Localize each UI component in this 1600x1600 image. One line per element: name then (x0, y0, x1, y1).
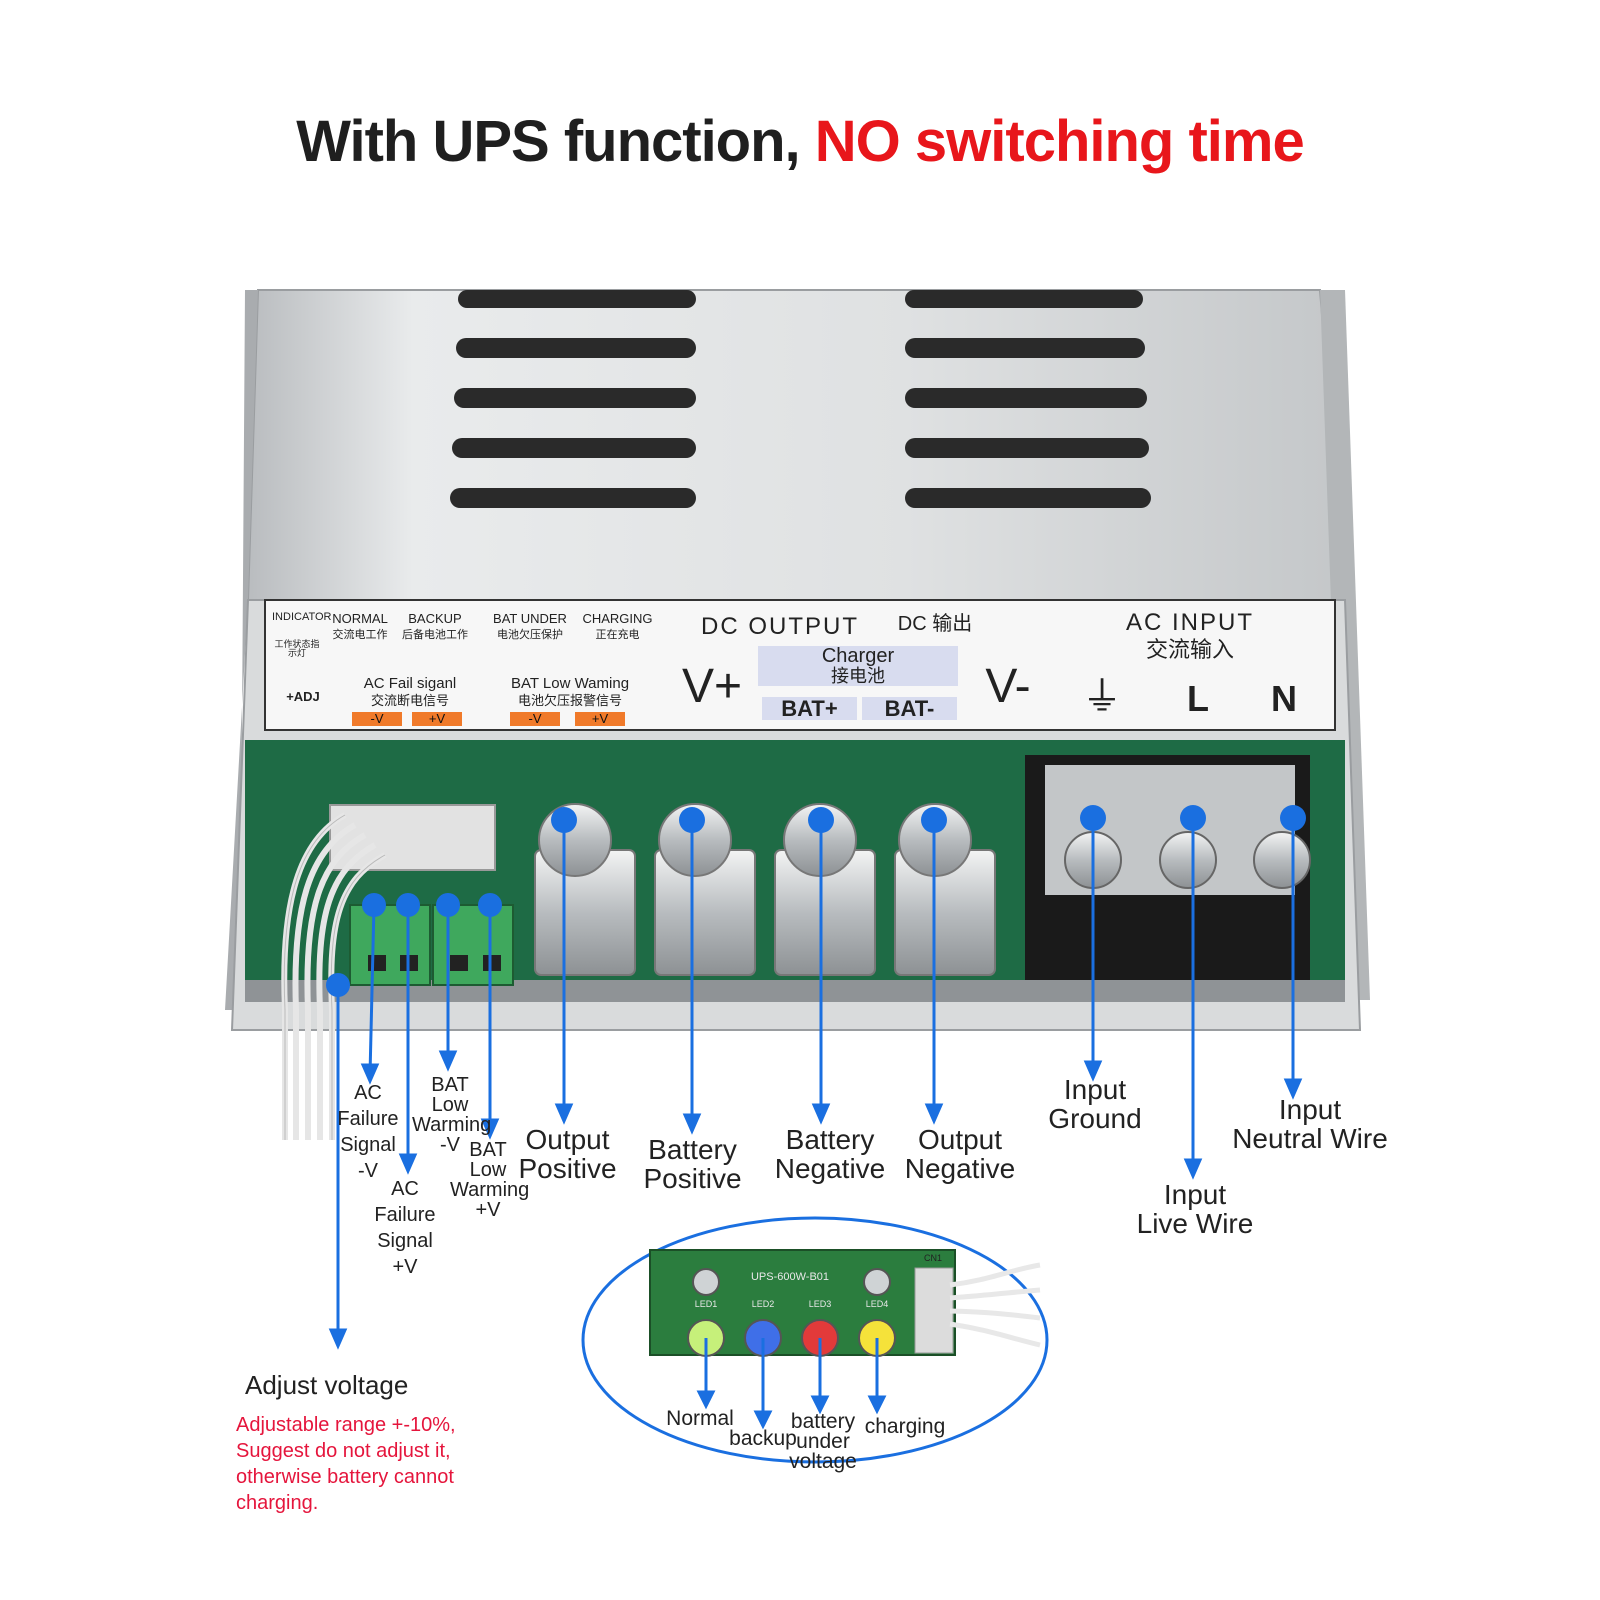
led2-label: LED2 (751, 1299, 775, 1309)
cn1-label: CN1 (923, 1253, 942, 1263)
bat-plus-label: BAT+ (762, 697, 857, 720)
signal-terminals (349, 904, 514, 986)
psu-housing (246, 289, 1347, 601)
bat-minus-label: BAT- (862, 697, 957, 720)
vent-slots (450, 290, 1151, 508)
ac-fail-label: AC Fail siganl (363, 675, 457, 692)
normal-cn: 交流电工作 (332, 629, 388, 641)
bat-low-cn: 电池欠压报警信号 (517, 693, 622, 708)
label-battery-negative: Battery Negative (774, 1124, 886, 1185)
charging-label: CHARGING (582, 611, 653, 626)
label-ac-failure-neg: AC Failure Signal -V (337, 1082, 399, 1182)
ground-symbol-icon: ⏚ (1082, 675, 1122, 719)
led1-label: LED1 (694, 1299, 718, 1309)
psu-left-flank (225, 290, 258, 1010)
title-main: With UPS function, (296, 109, 800, 174)
label-output-negative: Output Negative (904, 1124, 1016, 1185)
led-board-model: UPS-600W-B01 (750, 1271, 830, 1283)
ac-fail-plus: +V (412, 712, 462, 726)
label-bat-low-pos: BAT Low Warming +V (450, 1139, 530, 1221)
bat-under-cn: 电池欠压保护 (497, 629, 563, 641)
charging-cn: 正在充电 (595, 629, 640, 641)
backup-label: BACKUP (408, 611, 462, 626)
charger-cn: 接电池 (758, 667, 958, 686)
label-output-positive: Output Positive (518, 1124, 617, 1185)
label-input-neutral: Input Neutral Wire (1232, 1094, 1388, 1155)
indicator-label: INDICATOR (272, 611, 332, 623)
pointer-dots (326, 805, 1306, 997)
label-input-ground: Input Ground (1048, 1074, 1142, 1135)
led-battery-under-label: battery under voltage (789, 1410, 857, 1473)
backup-cn: 后备电池工作 (402, 629, 468, 641)
led-backup-label: backup (729, 1427, 797, 1450)
label-input-live: Input Live Wire (1136, 1179, 1254, 1240)
title-highlight: NO switching time (814, 109, 1305, 174)
charger-label: Charger (758, 646, 958, 667)
led4-label: LED4 (865, 1299, 889, 1309)
adjust-voltage-title: Adjust voltage (245, 1370, 409, 1400)
label-battery-positive: Battery Positive (643, 1134, 742, 1195)
pointer-lines (328, 818, 1303, 1350)
adj-label: +ADJ (286, 689, 320, 704)
dc-output-cn: DC 输出 (897, 613, 973, 635)
bat-low-plus: +V (575, 712, 625, 726)
indicator-cn: 工作状态指示灯 (274, 639, 320, 659)
led-charging-label: charging (864, 1415, 946, 1438)
normal-label: NORMAL (332, 611, 388, 626)
led3-label: LED3 (808, 1299, 832, 1309)
bat-under-label: BAT UNDER (493, 611, 567, 626)
v-plus-label: V+ (681, 660, 743, 713)
bat-low-label: BAT Low Waming (510, 675, 630, 692)
v-minus-label: V- (985, 660, 1031, 713)
label-ac-failure-pos: AC Failure Signal +V (374, 1178, 436, 1278)
n-terminal-label: N (1271, 678, 1297, 719)
bat-low-minus: -V (510, 712, 560, 726)
l-terminal-label: L (1187, 678, 1209, 719)
led-normal-label: Normal (666, 1407, 734, 1430)
dc-output-label: DC OUTPUT (701, 613, 859, 640)
ac-input-cn: 交流输入 (1145, 637, 1234, 662)
ac-input-label: AC INPUT (1125, 609, 1254, 636)
adjust-voltage-note: Adjustable range +-10%, Suggest do not a… (236, 1414, 456, 1514)
label-bat-low-neg: BAT Low Warming -V (412, 1074, 492, 1156)
page-title: With UPS function, NO switching time (0, 108, 1600, 175)
ac-fail-minus: -V (352, 712, 402, 726)
ac-fail-cn: 交流断电信号 (370, 693, 449, 708)
